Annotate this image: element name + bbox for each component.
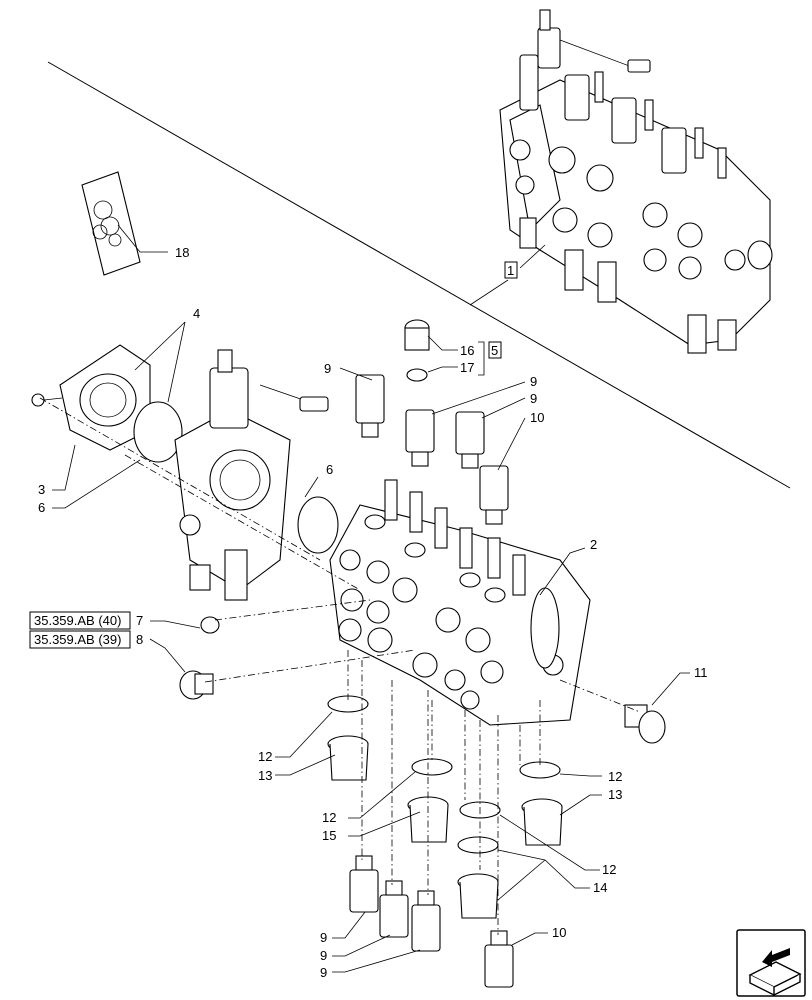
callout-9-a: 9: [324, 361, 331, 376]
lower-parts-drawing: [327, 695, 563, 988]
complete-valve-assembly-drawing: [499, 9, 773, 354]
callout-12-b: 12: [322, 810, 336, 825]
reference-box-39[interactable]: [29, 630, 131, 649]
callouts: 18 1 16 17 5 9 9 9 10 4 3 6 6 2 35.359.A…: [29, 245, 708, 980]
callout-8: 8: [136, 632, 143, 647]
plug-11-drawing: [624, 704, 666, 744]
inlet-section-drawing: [174, 349, 329, 601]
callout-6-b: 6: [326, 462, 333, 477]
callout-7: 7: [136, 613, 143, 628]
callout-6-a: 6: [38, 500, 45, 515]
leader-lines: [52, 224, 690, 973]
callout-10-a: 10: [530, 410, 544, 425]
plug-7-drawing: [200, 616, 220, 634]
callout-5-box: [488, 341, 502, 359]
callout-10-b: 10: [552, 925, 566, 940]
callout-17: 17: [460, 360, 474, 375]
end-cover-drawing: [31, 344, 151, 451]
reference-link-39[interactable]: 35.359.AB (39): [34, 632, 121, 647]
callout-18: 18: [175, 245, 189, 260]
callout-5: 5: [491, 343, 498, 358]
callout-14: 14: [593, 880, 607, 895]
callout-9-f: 9: [320, 965, 327, 980]
main-valve-block-drawing: [329, 479, 591, 726]
callout-2: 2: [590, 537, 597, 552]
o-ring-seal-4-drawing: [133, 401, 183, 463]
next-page-nav-icon[interactable]: [736, 929, 806, 997]
callout-3: 3: [38, 482, 45, 497]
callout-4: 4: [193, 306, 200, 321]
callout-9-e: 9: [320, 948, 327, 963]
callout-9-d: 9: [320, 930, 327, 945]
callout-12-c: 12: [608, 769, 622, 784]
callout-11: 11: [694, 665, 708, 680]
top-cartridges-drawing: [355, 319, 509, 525]
o-ring-seal-6-drawing: [297, 496, 339, 554]
seal-kit-bag-drawing: [81, 171, 141, 276]
plug-8-drawing: [179, 670, 214, 700]
callout-15: 15: [322, 828, 336, 843]
callout-12-d: 12: [602, 862, 616, 877]
callout-12-a: 12: [258, 749, 272, 764]
reference-box-40[interactable]: [29, 611, 131, 630]
callout-1-box: [504, 261, 518, 279]
section-divider-line: [47, 61, 791, 489]
callout-9-b: 9: [530, 374, 537, 389]
assembly-centerlines: [39, 397, 641, 935]
callout-13-a: 13: [258, 768, 272, 783]
callout-1: 1: [507, 263, 514, 278]
reference-link-40[interactable]: 35.359.AB (40): [34, 613, 121, 628]
callout-16: 16: [460, 343, 474, 358]
callout-13-b: 13: [608, 787, 622, 802]
callout-9-c: 9: [530, 391, 537, 406]
